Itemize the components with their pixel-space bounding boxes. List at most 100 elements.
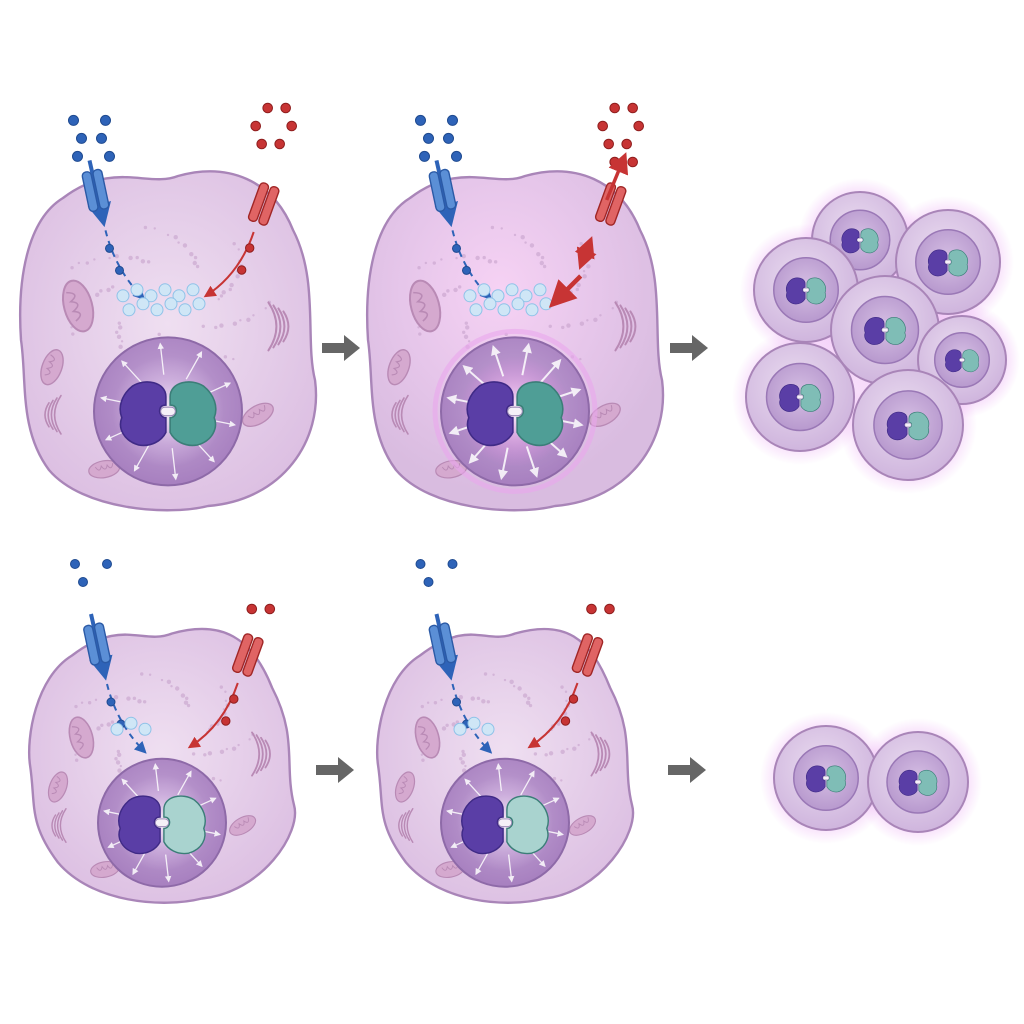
dimer-right-subunit: [826, 765, 847, 793]
dimer-linker: [959, 358, 965, 362]
cytoplasm-speckle: [146, 260, 151, 264]
golgi-organelle: [267, 301, 290, 352]
blue-messenger-cluster-dot: [453, 722, 467, 736]
cytoplasm-speckle: [211, 776, 216, 781]
ligand-blue-dot: [104, 150, 115, 162]
receptor-subunit: [83, 624, 101, 666]
cytoplasm-speckle: [173, 235, 178, 240]
cytoplasm-speckle: [221, 290, 226, 295]
blue-messenger-cluster-dot: [136, 297, 150, 311]
protein-dimer-icon: [119, 381, 217, 447]
cytoplasm-speckle: [528, 703, 533, 708]
blue-messenger-cluster-dot: [533, 283, 547, 297]
ligand-blue-dot: [102, 559, 112, 569]
dimer-right-subunit: [506, 795, 549, 855]
cytoplasm-speckle: [513, 233, 517, 237]
cytoplasm-speckle: [239, 319, 242, 322]
cytoplasm-speckle: [517, 686, 522, 691]
cytoplasm-speckle: [455, 256, 458, 260]
cytoplasm-speckle: [153, 227, 156, 230]
blue-messenger-cluster-dot: [150, 303, 164, 317]
cytoplasm-speckle: [560, 779, 563, 782]
cytoplasm-speckle: [74, 753, 77, 756]
cytoplasm-speckle: [114, 254, 119, 259]
blue-messenger-cluster-dot: [178, 303, 192, 317]
golgi-cisterna: [629, 310, 637, 343]
ligand-blue-dot: [415, 559, 426, 569]
cytoplasm-speckle: [118, 325, 123, 330]
cytoplasm-speckle: [223, 355, 228, 359]
golgi-cisterna: [264, 739, 271, 769]
cytoplasm-speckle: [93, 258, 96, 261]
cytoplasm-speckle: [582, 274, 587, 279]
cytoplasm-speckle: [87, 701, 92, 705]
cytoplasm-speckle: [585, 259, 588, 262]
cytoplasm-speckle: [219, 685, 224, 689]
cytoplasm-speckle: [80, 701, 84, 704]
cytoplasm-speckle: [481, 699, 486, 704]
protein-dimer-icon: [779, 384, 821, 412]
golgi-cisterna: [44, 401, 50, 428]
membrane-receptor-icon: [428, 168, 457, 212]
golgi-cisterna: [54, 812, 60, 839]
ligand-red-dot: [246, 603, 258, 615]
ligand-red-dot: [264, 603, 276, 615]
cytoplasm-speckle: [464, 764, 467, 768]
outcome-row1: [732, 178, 1020, 494]
protein-dimer-icon: [864, 317, 906, 345]
cytoplasm-speckle: [544, 753, 548, 757]
mitochondrion-organelle: [568, 815, 597, 836]
daughter-cell: [773, 725, 879, 831]
membrane-receptor-icon: [428, 622, 457, 666]
golgi-cisterna: [398, 814, 404, 837]
ligand-red-dot: [603, 138, 615, 150]
golgi-cisterna: [391, 401, 397, 428]
ligand-red-dot: [609, 102, 621, 114]
mitochondrion-cristae: [398, 775, 408, 795]
cytoplasm-speckle: [225, 747, 229, 751]
ligand-red-dot: [250, 120, 261, 132]
cytoplasm-speckle: [142, 700, 147, 704]
cytoplasm-speckle: [191, 752, 196, 756]
cytoplasm-speckle: [140, 259, 146, 264]
activation-ray-arrow: [157, 342, 165, 375]
golgi-cisterna: [50, 397, 58, 433]
ligand-blue-dot: [419, 150, 430, 162]
daughter-cell: [852, 369, 964, 481]
blue-messenger-cluster-dot: [467, 716, 481, 730]
cytoplasm-speckle: [137, 699, 142, 704]
dimer-left-subunit: [841, 228, 860, 254]
protein-dimer-icon: [886, 411, 930, 441]
blue-messenger-cluster-dot: [116, 289, 130, 303]
red-signal-arrow: [548, 274, 583, 308]
mitochondrion-organelle: [387, 349, 411, 386]
dimer-linker: [507, 406, 523, 417]
mitochondrion-cristae: [417, 726, 430, 751]
cytoplasm-speckle: [576, 282, 581, 288]
cytoplasm-speckle: [195, 264, 200, 269]
cytoplasm-speckle: [246, 317, 251, 322]
ligand-blue-dot: [451, 150, 462, 162]
cytoplasm-speckle: [192, 260, 197, 266]
mitochondrion-cristae: [44, 354, 55, 376]
right-arrow-icon: [316, 757, 354, 783]
red-signal-path: [187, 682, 239, 749]
mitochondrion-organelle: [394, 771, 416, 803]
activation-ray-arrow: [132, 850, 147, 876]
golgi-cisterna: [406, 808, 414, 843]
red-messenger-dot: [221, 716, 231, 726]
cytoplasm-speckle: [110, 285, 115, 289]
cytoplasm-speckle: [193, 255, 198, 260]
golgi-cisterna: [614, 301, 625, 352]
blue-messenger-cluster-dot: [110, 722, 124, 736]
blue-messenger-cluster-dot: [519, 289, 533, 303]
golgi-cisterna: [277, 307, 286, 346]
cytoplasm-speckle: [115, 760, 121, 765]
cytoplasm-speckle: [464, 321, 469, 325]
cytoplasm-speckle: [232, 321, 238, 326]
cytoplasm-speckle: [461, 330, 466, 334]
cytoplasm-speckle: [525, 700, 531, 705]
arrow-head: [690, 757, 706, 783]
cytoplasm-speckle: [424, 261, 428, 265]
